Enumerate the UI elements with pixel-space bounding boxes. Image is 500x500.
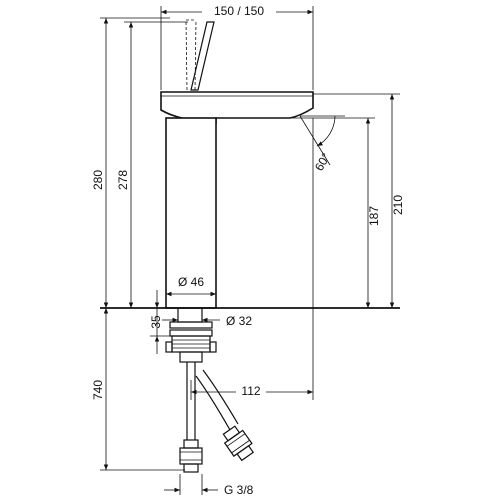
handle-lever-alt — [185, 19, 197, 91]
dim-thread: G 3/8 — [164, 474, 254, 497]
dim-height-280-label: 280 — [91, 170, 105, 190]
dim-height-210: 210 — [313, 93, 405, 308]
dim-diameter-46-label: Ø 46 — [178, 275, 204, 289]
dim-height-278: 278 — [116, 21, 188, 308]
supply-hoses — [179, 362, 255, 473]
dim-hose-740-label: 740 — [91, 380, 105, 400]
dim-top-width: 150 / 150 — [160, 3, 314, 90]
dim-height-280: 280 — [91, 17, 170, 308]
dim-top-width-label: 150 / 150 — [214, 4, 264, 18]
dim-height-278-label: 278 — [116, 170, 130, 190]
dim-diameter-32: Ø 32 — [162, 314, 252, 328]
dim-spout-angle-label: 60° — [312, 150, 333, 173]
dim-thread-label: G 3/8 — [224, 483, 254, 497]
dim-diameter-46: Ø 46 — [166, 274, 216, 297]
spout-body — [160, 91, 314, 124]
dim-height-210-label: 210 — [391, 195, 405, 215]
dim-height-187: 187 — [290, 117, 381, 308]
dim-shank-35: 35 — [149, 290, 170, 354]
dim-offset-112: 112 — [190, 118, 314, 400]
dim-diameter-32-label: Ø 32 — [226, 314, 252, 328]
handle-lever — [190, 21, 215, 91]
faucet-outline — [160, 19, 314, 473]
dim-offset-112-label: 112 — [241, 384, 260, 398]
dim-hose-740: 740 — [91, 308, 185, 471]
dim-spout-angle: 60° — [299, 115, 345, 173]
dim-shank-35-label: 35 — [149, 315, 163, 329]
shank-assembly — [165, 307, 217, 363]
dim-height-187-label: 187 — [367, 206, 381, 226]
